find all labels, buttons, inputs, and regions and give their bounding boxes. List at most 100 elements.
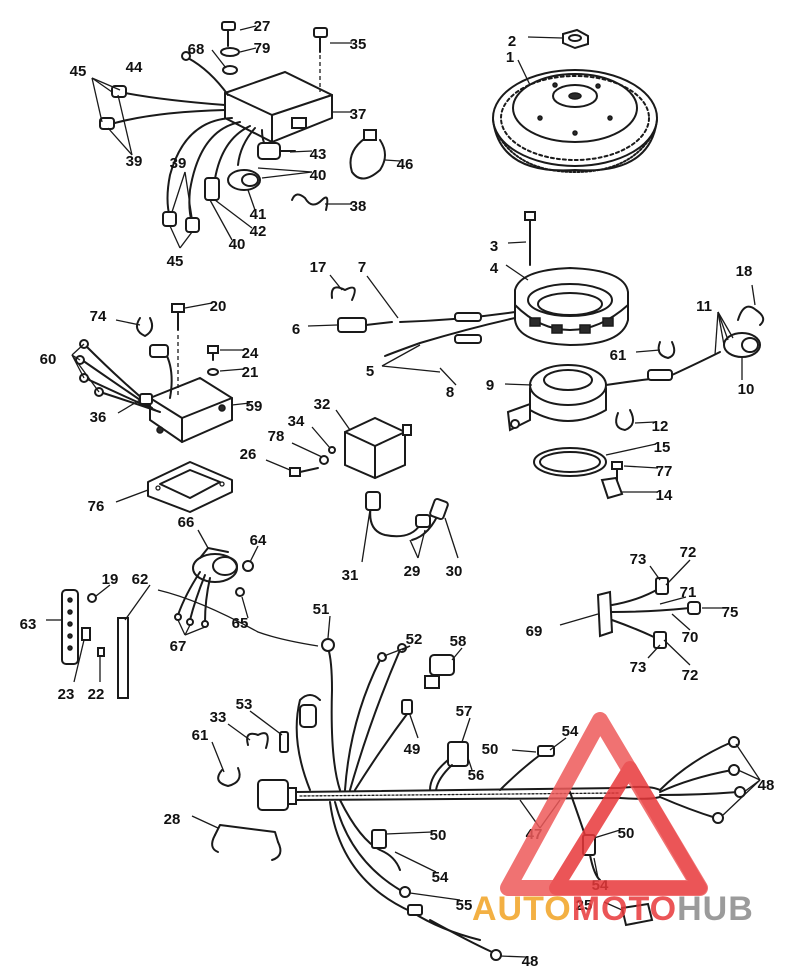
bracket-14: [600, 476, 624, 500]
callout-20: 20: [210, 298, 227, 315]
callout-79: 79: [254, 40, 271, 57]
callout-54: 54: [562, 723, 579, 740]
callout-51: 51: [313, 601, 330, 618]
callout-4: 4: [490, 260, 499, 277]
callout-25: 25: [576, 897, 593, 914]
callout-57: 57: [456, 703, 473, 720]
callout-24: 24: [242, 345, 259, 362]
callout-32: 32: [314, 396, 331, 413]
clip-17: [330, 286, 356, 301]
clip-61-top: [657, 341, 676, 359]
callout-31: 31: [342, 567, 359, 584]
callout-12: 12: [652, 418, 669, 435]
callout-50: 50: [618, 825, 635, 842]
clip-12: [615, 409, 635, 431]
callout-70: 70: [682, 629, 699, 646]
callout-39: 39: [170, 155, 187, 172]
callout-28: 28: [164, 811, 181, 828]
terminal-block: [61, 589, 79, 665]
clip-38: [291, 193, 329, 211]
callout-23: 23: [58, 686, 75, 703]
callout-54: 54: [432, 869, 449, 886]
watermark-hub: HUB: [677, 890, 754, 928]
callout-73: 73: [630, 551, 647, 568]
callout-18: 18: [736, 263, 753, 280]
washer-79: [220, 47, 240, 57]
callout-19: 19: [102, 571, 119, 588]
callout-52: 52: [406, 631, 423, 648]
callout-1: 1: [506, 49, 514, 66]
timer-base: [506, 364, 607, 432]
callout-41: 41: [250, 206, 267, 223]
terminal-6: [337, 317, 393, 333]
harness-lower-leads: [329, 799, 502, 961]
callout-50: 50: [482, 741, 499, 758]
callout-46: 46: [397, 156, 414, 173]
screw-24: [207, 345, 219, 361]
spark-plug-leads: [365, 491, 449, 541]
callout-30: 30: [446, 563, 463, 580]
callout-74: 74: [90, 308, 107, 325]
callout-66: 66: [178, 514, 195, 531]
callout-21: 21: [242, 364, 259, 381]
washer-21: [207, 368, 219, 376]
connector-57: [429, 741, 469, 791]
callout-77: 77: [656, 463, 673, 480]
callout-22: 22: [88, 686, 105, 703]
harness-upper-leads: [295, 638, 413, 791]
callout-39: 39: [126, 153, 143, 170]
connector-45d: [185, 217, 200, 233]
callout-40: 40: [229, 236, 246, 253]
callout-33: 33: [210, 709, 227, 726]
stator: [514, 266, 629, 347]
callout-76: 76: [88, 498, 105, 515]
washer-78: [319, 455, 329, 465]
connector-41: [227, 169, 261, 191]
power-pack: [224, 70, 333, 144]
screw-35: [313, 27, 328, 53]
bracket-28: [211, 824, 282, 861]
callout-8: 8: [446, 384, 454, 401]
clip-33: [246, 732, 269, 749]
callout-67: 67: [170, 638, 187, 655]
callout-17: 17: [310, 259, 327, 276]
callout-75: 75: [722, 604, 739, 621]
retainer-ring: [533, 447, 607, 477]
callout-44: 44: [126, 59, 143, 76]
connector-10: [723, 332, 761, 358]
callout-63: 63: [20, 616, 37, 633]
stator-screw: [524, 211, 536, 266]
callout-61: 61: [610, 347, 627, 364]
connector-5a: [454, 312, 482, 322]
screw-22: [97, 647, 105, 657]
callout-59: 59: [246, 398, 263, 415]
callout-69: 69: [526, 623, 543, 640]
callout-15: 15: [654, 439, 671, 456]
callout-48: 48: [758, 777, 775, 794]
callout-40: 40: [310, 167, 327, 184]
power-pack-wires: [107, 51, 271, 223]
nut-23: [81, 627, 91, 641]
clip-46: [349, 129, 386, 180]
callout-45: 45: [70, 63, 87, 80]
harness-branch-48: [659, 736, 746, 824]
screw-26: [289, 467, 319, 477]
flywheel: [492, 69, 658, 173]
callout-72: 72: [682, 667, 699, 684]
callout-2: 2: [508, 33, 516, 50]
callout-56: 56: [468, 767, 485, 784]
bracket-25: [620, 902, 654, 927]
connector-43: [257, 142, 296, 160]
clip-18: [737, 305, 765, 326]
ignition-coil: [344, 416, 412, 480]
callout-11: 11: [696, 298, 712, 315]
insulator-strip: [117, 617, 129, 699]
callout-37: 37: [350, 106, 367, 123]
callout-34: 34: [288, 413, 305, 430]
screw-65: [235, 587, 245, 597]
watermark-text: AUTOMOTOHUB: [472, 890, 754, 928]
callout-35: 35: [350, 36, 367, 53]
